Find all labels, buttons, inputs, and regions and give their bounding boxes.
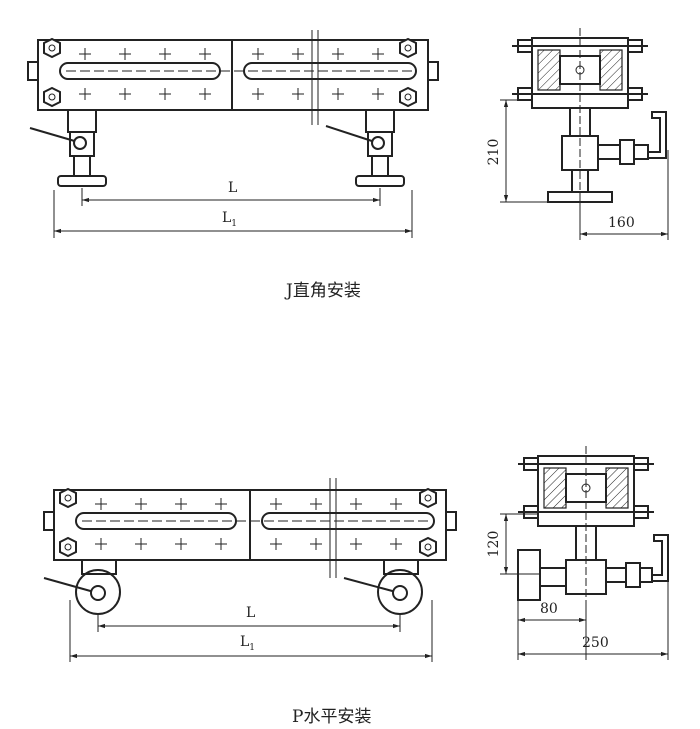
p-dim-l: L (246, 605, 255, 621)
p-front-view: L L1 (43, 478, 457, 662)
j-dim-l: L (228, 180, 237, 196)
p-dim-l1: L1 (240, 634, 255, 653)
j-dim-l1: L1 (222, 210, 237, 229)
sight-glass-right-p (261, 512, 435, 530)
caption-p-horizontal: P水平安装 (292, 707, 372, 727)
p-dim-offset: 80 (540, 601, 558, 617)
j-dim-depth: 160 (608, 215, 635, 231)
j-right-valve (325, 109, 405, 187)
caption-j-right-angle: J直角安装 (286, 281, 361, 301)
j-side-view: 210 160 (486, 28, 669, 240)
p-side-view: 120 80 250 (486, 446, 669, 660)
p-left-valve (43, 559, 121, 615)
p-right-valve (343, 559, 423, 615)
p-dim-height: 120 (486, 531, 502, 558)
p-dim-width: 250 (582, 635, 609, 651)
j-dim-height: 210 (486, 139, 502, 166)
j-left-valve (29, 109, 107, 187)
j-front-view: L L1 (27, 30, 439, 238)
